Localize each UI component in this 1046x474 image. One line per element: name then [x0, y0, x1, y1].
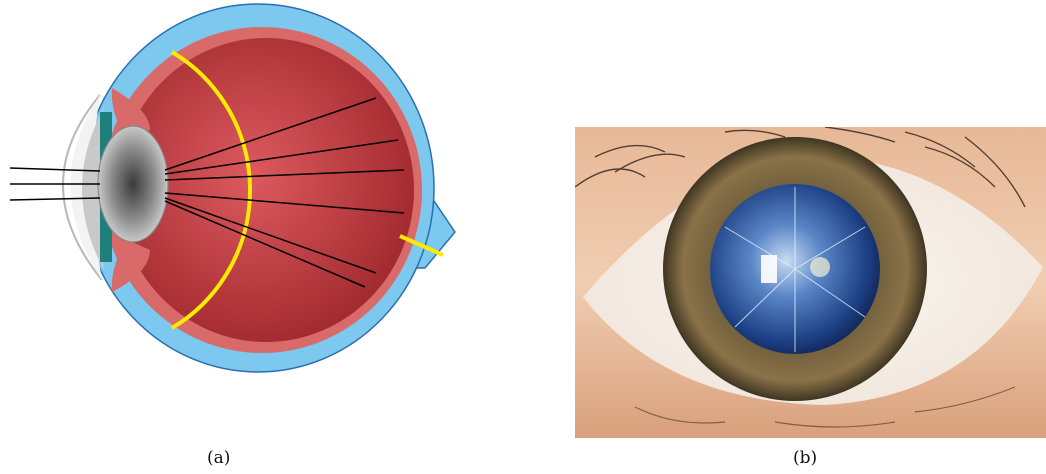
panel-b-caption: (b)	[793, 448, 817, 468]
light-reflex	[761, 255, 777, 283]
eye-cross-section-diagram	[0, 0, 470, 440]
lens	[98, 126, 168, 242]
cataract-eye-photograph	[575, 127, 1046, 438]
panel-a-caption: (a)	[207, 448, 230, 468]
